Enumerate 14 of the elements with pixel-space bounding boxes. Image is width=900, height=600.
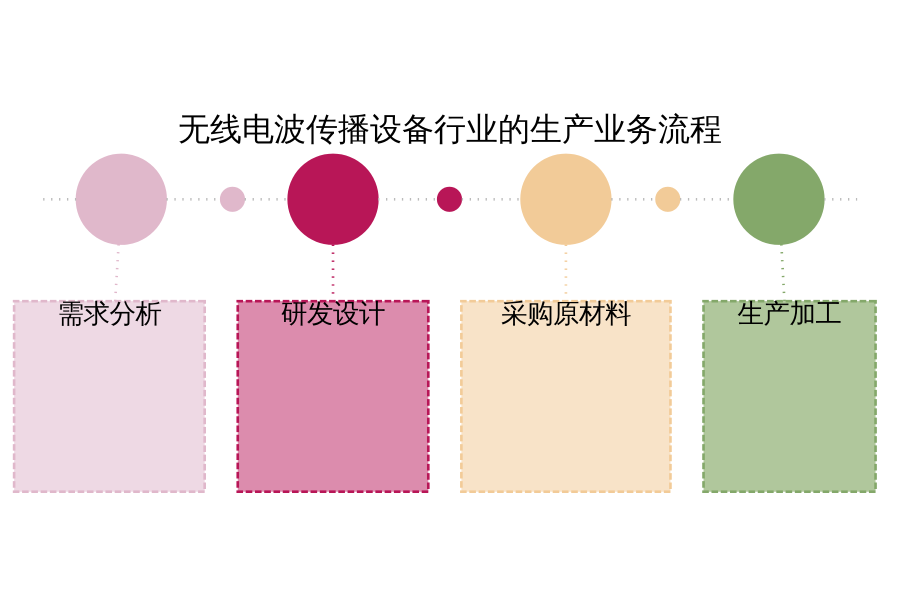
node-circle (287, 153, 379, 244)
node-box: 生产加工 (702, 299, 877, 493)
connector (114, 244, 120, 301)
node-circle (436, 186, 462, 212)
node-circle (220, 186, 246, 212)
node-circle (655, 186, 680, 212)
node-circle (733, 153, 825, 244)
node-box: 采购原材料 (460, 299, 672, 493)
node-circle (76, 153, 167, 244)
node-box: 需求分析 (12, 299, 206, 493)
node-circle (520, 153, 612, 244)
connector (780, 244, 786, 301)
node-box: 研发设计 (236, 299, 430, 493)
diagram-title: 无线电波传播设备行业的生产业务流程 (178, 111, 722, 148)
